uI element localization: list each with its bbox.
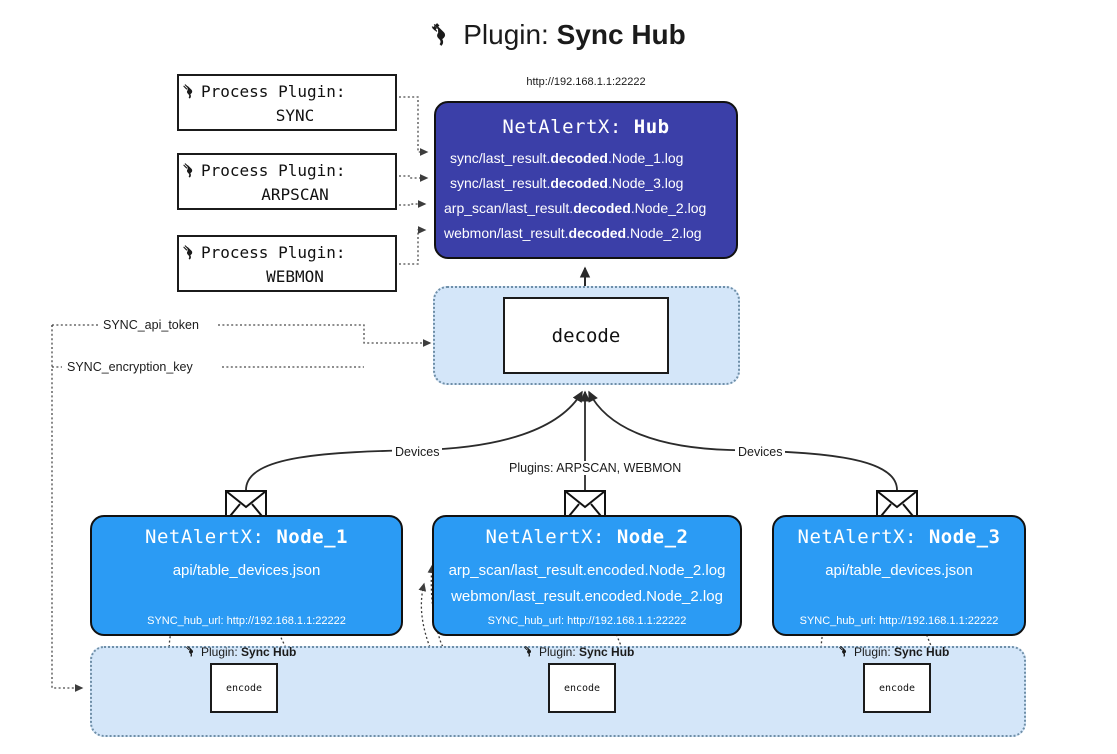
encode-caption-name: Sync Hub	[579, 645, 635, 659]
log-pre: webmon/last_result.	[444, 225, 569, 241]
encode-caption: Plugin: Sync Hub	[839, 645, 949, 661]
node-title-name: Node_2	[616, 526, 689, 548]
plug-icon	[183, 83, 200, 105]
encode-caption-prefix: Plugin:	[201, 645, 242, 659]
node-box-node-1: NetAlertX: Node_1 api/table_devices.json…	[90, 515, 403, 636]
process-plugin-line1: Process Plugin:	[179, 155, 395, 184]
process-plugin-box-webmon: Process Plugin: WEBMON	[177, 235, 397, 292]
label-devices-left: Devices	[392, 445, 443, 459]
title-name: Sync Hub	[556, 19, 686, 50]
node-file-line: webmon/last_result.encoded.Node_2.log	[451, 588, 723, 605]
node-box-node-3: NetAlertX: Node_3 api/table_devices.json…	[772, 515, 1026, 636]
log-pre: sync/last_result.	[450, 150, 551, 166]
node-title: NetAlertX: Node_3	[774, 526, 1024, 548]
node-box-node-2: NetAlertX: Node_2 arp_scan/last_result.e…	[432, 515, 742, 636]
log-post: .Node_1.log	[607, 150, 684, 166]
hub-title: NetAlertX: Hub	[436, 116, 736, 138]
process-plugin-name: WEBMON	[266, 267, 324, 286]
node-file-list: api/table_devices.json	[92, 558, 401, 584]
node-title-name: Node_1	[276, 526, 348, 548]
log-mid: decoded	[573, 200, 631, 216]
label-sync-api-token: SYNC_api_token	[100, 318, 202, 332]
node-title-prefix: NetAlertX:	[797, 526, 929, 548]
node-hub-url-label: SYNC_hub_url: http://192.168.1.1:22222	[487, 615, 687, 627]
encode-caption-prefix: Plugin:	[854, 645, 895, 659]
node-title: NetAlertX: Node_2	[434, 526, 740, 548]
log-mid: decoded	[550, 150, 608, 166]
plug-icon	[524, 645, 537, 661]
node-file-line: api/table_devices.json	[172, 562, 321, 579]
process-plugin-box-arpscan: Process Plugin: ARPSCAN	[177, 153, 397, 210]
label-devices-right: Devices	[735, 445, 786, 459]
hub-log-line: sync/last_result.decoded.Node_1.log	[436, 146, 736, 171]
hub-log-line: webmon/last_result.decoded.Node_2.log	[436, 221, 736, 246]
decode-box: decode	[503, 297, 669, 374]
process-plugin-name: ARPSCAN	[261, 185, 329, 204]
hub-url-label: http://192.168.1.1:22222	[526, 76, 646, 88]
process-plugin-label: Process Plugin:	[201, 82, 346, 101]
hub-box: NetAlertX: Hub sync/last_result.decoded.…	[434, 101, 738, 259]
plug-icon	[183, 162, 200, 184]
encode-caption: Plugin: Sync Hub	[186, 645, 296, 661]
encode-box: encode	[210, 663, 278, 713]
process-plugin-label: Process Plugin:	[201, 243, 346, 262]
hub-log-line: sync/last_result.decoded.Node_3.log	[436, 171, 736, 196]
log-post: .Node_2.log	[630, 200, 707, 216]
node-title: NetAlertX: Node_1	[92, 526, 401, 548]
process-plugin-label: Process Plugin:	[201, 161, 346, 180]
hub-log-line: arp_scan/last_result.decoded.Node_2.log	[436, 196, 736, 221]
plug-icon	[186, 645, 199, 661]
node-title-name: Node_3	[928, 526, 1001, 548]
hub-title-name: Hub	[633, 116, 670, 138]
page-title: Plugin: Sync Hub	[0, 18, 1117, 56]
node-file-line: api/table_devices.json	[825, 562, 973, 579]
log-pre: arp_scan/last_result.	[444, 200, 574, 216]
node-file-list: arp_scan/last_result.encoded.Node_2.log …	[434, 558, 740, 610]
title-prefix: Plugin:	[463, 19, 557, 50]
plug-icon	[431, 22, 457, 56]
node-hub-url-label: SYNC_hub_url: http://192.168.1.1:22222	[147, 615, 346, 627]
log-mid: decoded	[568, 225, 627, 241]
process-plugin-name: SYNC	[275, 106, 315, 125]
plug-icon	[839, 645, 852, 661]
node-title-prefix: NetAlertX:	[485, 526, 617, 548]
hub-log-list: sync/last_result.decoded.Node_1.log sync…	[436, 146, 736, 246]
log-post: .Node_2.log	[626, 225, 702, 241]
encode-caption-name: Sync Hub	[241, 645, 297, 659]
log-pre: sync/last_result.	[450, 175, 551, 191]
process-plugin-line1: Process Plugin:	[179, 76, 395, 105]
label-plugins-center: Plugins: ARPSCAN, WEBMON	[506, 461, 685, 475]
node-hub-url-label: SYNC_hub_url: http://192.168.1.1:22222	[799, 615, 999, 627]
process-plugin-line1: Process Plugin:	[179, 237, 395, 266]
log-post: .Node_3.log	[607, 175, 684, 191]
hub-title-prefix: NetAlertX:	[502, 116, 634, 138]
node-file-line: arp_scan/last_result.encoded.Node_2.log	[448, 562, 726, 579]
plug-icon	[183, 244, 200, 266]
node-file-list: api/table_devices.json	[774, 558, 1024, 584]
log-mid: decoded	[550, 175, 608, 191]
encode-caption-name: Sync Hub	[894, 645, 950, 659]
label-sync-encryption-key: SYNC_encryption_key	[64, 360, 196, 374]
node-title-prefix: NetAlertX:	[145, 526, 277, 548]
encode-box: encode	[863, 663, 931, 713]
encode-box: encode	[548, 663, 616, 713]
process-plugin-box-sync: Process Plugin: SYNC	[177, 74, 397, 131]
encode-caption: Plugin: Sync Hub	[524, 645, 634, 661]
encode-caption-prefix: Plugin:	[539, 645, 580, 659]
